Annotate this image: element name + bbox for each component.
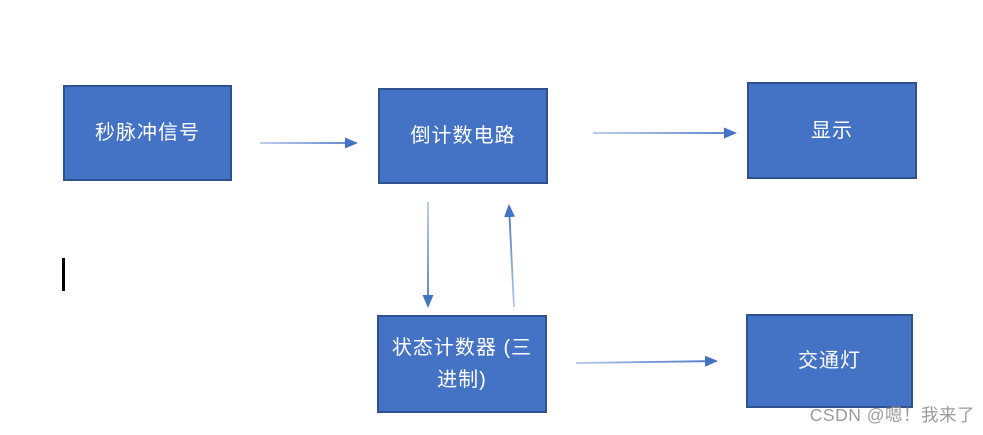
node-countdown-circuit[interactable]: 倒计数电路 xyxy=(378,88,548,184)
node-state-counter[interactable]: 状态计数器 (三进制) xyxy=(377,315,547,413)
arrow-state-counter-to-countdown[interactable] xyxy=(504,204,516,308)
node-pulse-signal[interactable]: 秒脉冲信号 xyxy=(63,85,232,181)
watermark: CSDN @嗯！我来了 xyxy=(809,405,975,425)
node-countdown-circuit-label: 倒计数电路 xyxy=(410,125,516,147)
node-pulse-signal-label: 秒脉冲信号 xyxy=(95,122,200,144)
node-display-label: 显示 xyxy=(811,119,853,142)
node-traffic-light[interactable]: 交通灯 xyxy=(746,314,913,408)
arrow-state-counter-to-traffic-light[interactable] xyxy=(575,355,718,367)
node-display[interactable]: 显示 xyxy=(747,82,917,179)
node-state-counter-label: 状态计数器 (三进制) xyxy=(391,337,533,391)
node-traffic-light-label: 交通灯 xyxy=(798,350,861,372)
text-cursor xyxy=(62,258,65,291)
